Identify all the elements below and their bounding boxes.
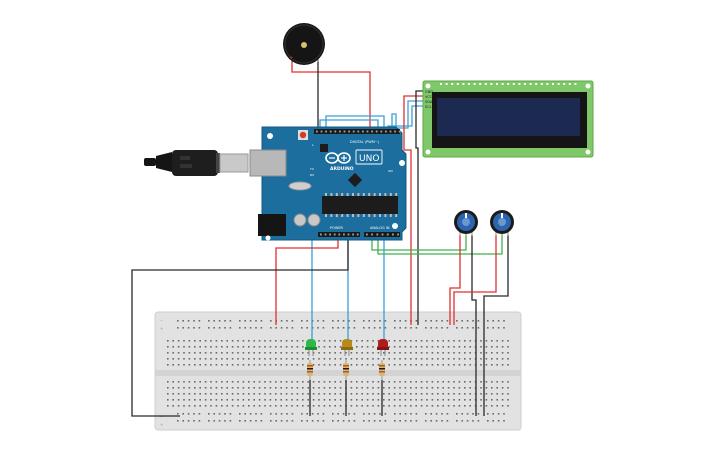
pot1-gnd-wire: [471, 235, 477, 416]
lcd-display[interactable]: GND VCC SDA SCL: [422, 80, 594, 158]
gnd-power-wire: [131, 240, 349, 417]
tx-label: TX: [309, 167, 314, 171]
l-label: L: [312, 143, 314, 147]
pot2-vcc-wire: [453, 235, 497, 325]
resistor[interactable]: [379, 360, 385, 380]
arduino-model-text: UNO: [359, 154, 379, 164]
lcd-gnd-wire: [415, 90, 423, 325]
crystal-icon: [288, 181, 312, 191]
pot2-gnd-wire: [483, 235, 509, 416]
mounting-hole: [585, 149, 591, 155]
svg-text:VCC: VCC: [425, 95, 433, 99]
arduino-logo: [325, 152, 351, 164]
resistor[interactable]: [307, 360, 313, 380]
lcd-vcc-wire: [403, 95, 423, 325]
digital-label: DIGITAL (PWM~): [350, 140, 380, 144]
arduino-usb-port: [249, 149, 287, 177]
mounting-hole: [265, 235, 271, 241]
capacitor-icon: [293, 213, 307, 227]
pot2-signal-wire: [377, 235, 503, 255]
svg-text:GND: GND: [425, 90, 433, 94]
svg-text:+: +: [289, 55, 293, 61]
svg-text:SCL: SCL: [425, 105, 432, 109]
svg-text:+: +: [160, 326, 163, 331]
potentiometer-1[interactable]: [454, 210, 478, 236]
buzzer-center-dot: [301, 42, 307, 48]
mounting-hole: [425, 83, 431, 89]
mounting-hole: [425, 149, 431, 155]
pot1-signal-wire: [371, 235, 467, 251]
potentiometer-knob-icon: [465, 213, 467, 218]
lcd-pin-labels: GND VCC SDA SCL: [425, 90, 433, 109]
5v-power-wire: [275, 240, 339, 325]
led-red[interactable]: [377, 339, 389, 356]
analog-label: ANALOG IN: [370, 226, 390, 230]
svg-text:−: −: [160, 318, 163, 323]
arduino-brand-text: ARDUINO: [330, 166, 354, 172]
pot1-vcc-wire: [449, 235, 461, 325]
buzzer[interactable]: +: [283, 23, 325, 65]
arduino-power-jack: [258, 214, 286, 236]
power-label: POWER: [330, 226, 344, 230]
on-label: ON: [388, 169, 393, 173]
led-green[interactable]: [305, 339, 317, 356]
mounting-hole: [585, 83, 591, 89]
buzzer-wire-red: [291, 62, 371, 132]
lcd-screen: [437, 98, 580, 136]
atmega-chip: [322, 196, 398, 214]
potentiometer-knob-icon: [501, 213, 503, 218]
rx-label: RX: [310, 173, 314, 177]
mounting-hole: [399, 160, 405, 166]
reset-button[interactable]: [299, 131, 307, 139]
svg-text:SDA: SDA: [425, 100, 433, 104]
breadboard[interactable]: −+ −+: [154, 311, 522, 431]
digital-header: [314, 129, 400, 134]
svg-text:+: +: [160, 422, 163, 427]
capacitor-icon: [307, 213, 321, 227]
arduino-uno[interactable]: ARDUINO UNO DIGITAL (PWM~) POWER ANALOG …: [249, 126, 407, 241]
potentiometer-2[interactable]: [490, 210, 514, 236]
lcd-top-pins: [440, 83, 577, 85]
resistor[interactable]: [343, 360, 349, 380]
mounting-hole: [267, 133, 273, 139]
mounting-hole: [392, 223, 398, 229]
header-pins: [316, 130, 401, 236]
led-yellow[interactable]: [341, 339, 353, 356]
usb-cable[interactable]: [144, 150, 249, 176]
